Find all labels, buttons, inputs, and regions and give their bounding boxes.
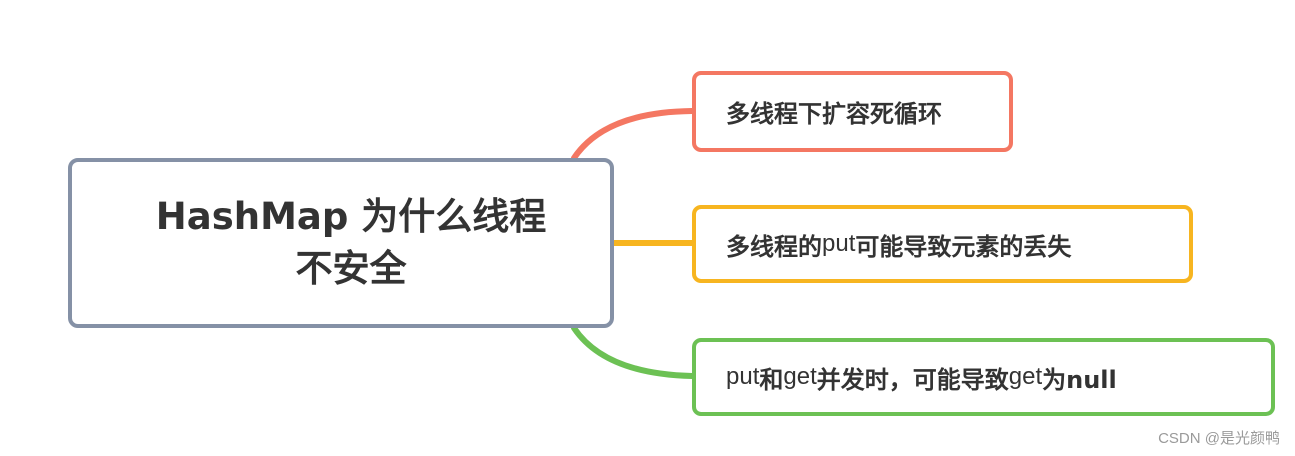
branch-3-text-6: 为null [1042,365,1117,394]
branch-3-text-2: 和 [759,365,784,394]
branch-node-element-loss[interactable]: 多线程的 put 可能导致元素的丢失 [692,205,1193,283]
branch-2-text-1: 多线程的 [726,232,822,261]
branch-3-text-3: get [783,363,817,390]
branch-3-text-1: put [726,363,760,390]
central-topic-title: HashMap 为什么线程 不安全 [96,191,586,295]
connector-branch-1 [571,108,695,161]
central-topic-line-1: HashMap 为什么线程 [155,195,547,238]
branch-2-text-3: 可能导致元素的丢失 [855,232,1072,261]
watermark: CSDN @是光颜鸭 [1158,430,1280,447]
branch-3-text-5: get [1008,363,1043,390]
branch-3-text-4: 并发时，可能导致 [816,365,1009,394]
central-topic-line-2: 不安全 [295,247,407,290]
connector-branch-3 [571,325,695,379]
branch-node-deadloop[interactable]: 多线程下扩容死循环 [692,71,1013,152]
central-topic-node[interactable]: HashMap 为什么线程 不安全 [68,158,614,328]
branch-2-text-2: put [822,230,856,257]
branch-1-text: 多线程下扩容死循环 [726,100,942,128]
branch-node-get-null[interactable]: put 和 get 并发时，可能导致 get 为null [692,338,1275,416]
